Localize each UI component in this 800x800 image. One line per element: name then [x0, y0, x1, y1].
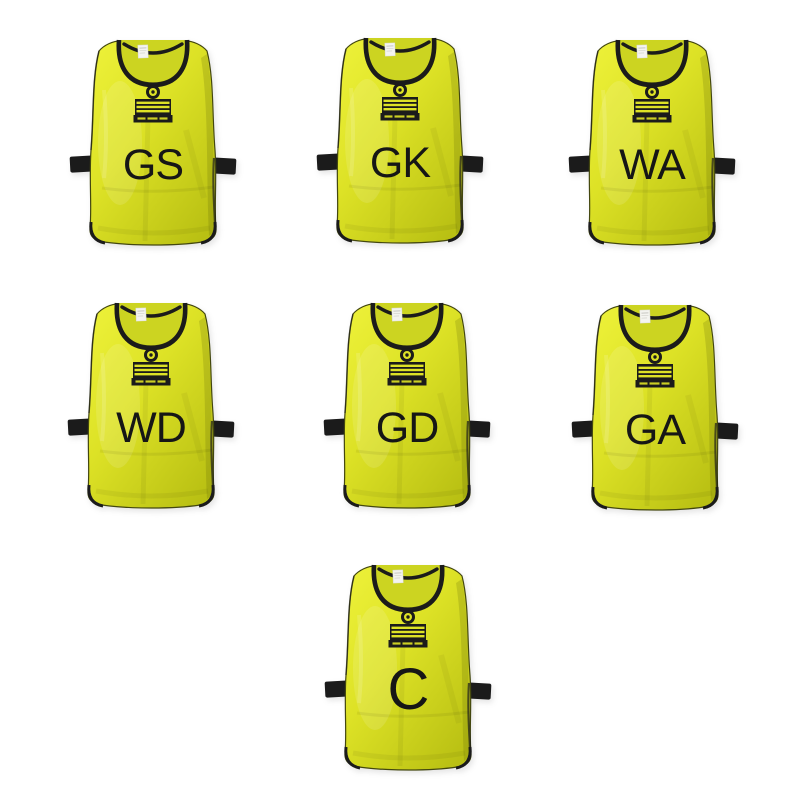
bib-wd: WD	[66, 301, 236, 513]
bib-ga: GA	[570, 303, 740, 515]
bib-image: WD	[66, 301, 236, 513]
position-label: GA	[625, 406, 686, 454]
position-label: GK	[370, 139, 431, 187]
position-label: WA	[619, 141, 686, 189]
position-label: C	[388, 657, 429, 722]
bib-image: GK	[315, 36, 485, 248]
bib-image: WA	[567, 38, 737, 250]
position-label: WD	[116, 404, 186, 452]
position-label: GD	[376, 404, 439, 452]
bib-image: GD	[322, 301, 492, 513]
bib-image: GA	[570, 303, 740, 515]
bib-wa: WA	[567, 38, 737, 250]
bib-gs: GS	[68, 38, 238, 250]
bib-gk: GK	[315, 36, 485, 248]
position-label: GS	[123, 141, 183, 189]
bib-image: GS	[68, 38, 238, 250]
bib-c: C	[323, 563, 493, 775]
bib-image: C	[323, 563, 493, 775]
bib-gd: GD	[322, 301, 492, 513]
